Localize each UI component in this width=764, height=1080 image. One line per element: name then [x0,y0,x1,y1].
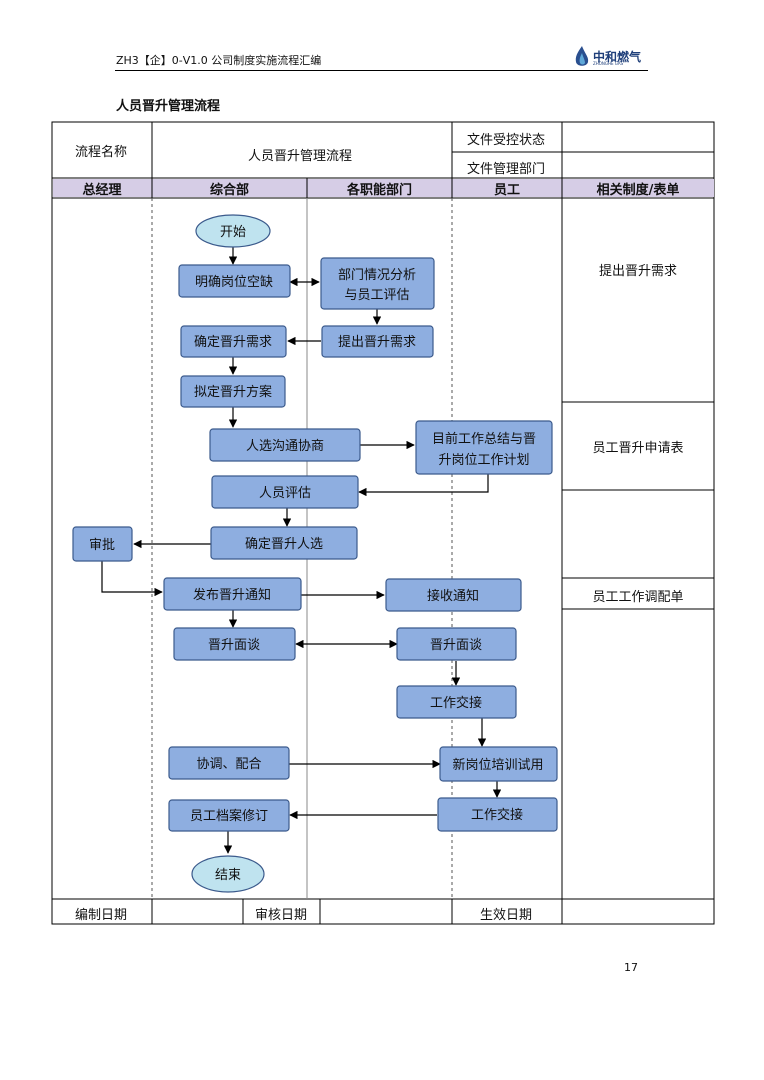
label-work-summary-line2: 升岗位工作计划 [438,453,529,468]
process-name-value: 人员晋升管理流程 [248,149,353,164]
node-receive-notice [385,578,522,612]
related-form-1: 提出晋升需求 [598,264,677,279]
column-header-employee: 员工 [493,182,520,198]
node-dept-analysis [320,257,435,310]
node-handover-1 [396,685,517,719]
column-header-general-manager: 总经理 [82,182,122,198]
label-work-summary-line1: 目前工作总结与晋 [432,431,536,447]
lane-dividers [151,198,453,899]
control-status-label: 文件受控状态 [467,133,546,148]
management-dept-label: 文件管理部门 [467,162,546,177]
label-dept-analysis-line2: 与员工评估 [344,288,409,303]
logo-text: 中和燃气 [593,50,642,64]
logo-subtext: ZHONGHE GAS [593,61,624,66]
label-new-post-training: 新岗位培训试用 [452,757,543,773]
label-start: 开始 [220,225,246,240]
column-header-band [53,179,714,197]
label-draft-plan: 拟定晋升方案 [194,384,272,400]
label-confirm-demand: 确定晋升需求 [194,335,272,350]
process-name-label: 流程名称 [75,145,128,160]
node-handover-2 [437,797,558,832]
document-code: ZH3【企】0-V1.0 公司制度实施流程汇编 [116,54,322,67]
node-evaluation [211,475,359,509]
node-clarify-vacancy [178,264,291,298]
column-header-functional-depts: 各职能部门 [346,182,412,198]
label-dept-analysis-line1: 部门情况分析 [338,268,416,283]
flow-nodes [72,214,558,893]
label-coordinate: 协调、配合 [196,757,261,772]
flame-logo-icon [575,46,589,66]
related-form-3: 员工工作调配单 [592,590,684,605]
label-submit-demand: 提出晋升需求 [338,334,416,350]
compile-date-label: 编制日期 [75,908,128,923]
label-approval: 审批 [89,538,115,553]
label-confirm-candidate: 确定晋升人选 [245,537,323,552]
node-candidate-talk [209,428,361,462]
effective-date-label: 生效日期 [480,908,533,923]
label-candidate-talk: 人选沟通协商 [246,439,324,454]
node-draft-plan [180,375,286,408]
node-coordinate [168,746,290,780]
label-end: 结束 [215,868,241,883]
node-new-post-training [439,746,558,782]
node-confirm-demand [180,325,287,358]
label-clarify-vacancy: 明确岗位空缺 [195,275,273,290]
node-interview-hr [173,627,296,661]
label-interview-staff: 晋升面谈 [430,638,482,653]
header-divider [115,70,648,71]
node-submit-demand [321,325,434,358]
node-interview-staff [396,627,517,661]
label-handover-1: 工作交接 [430,695,482,711]
label-publish-notice: 发布晋升通知 [193,587,271,603]
company-logo: 中和燃气 ZHONGHE GAS [573,45,645,69]
start-node [195,214,271,248]
label-archive-update: 员工档案修订 [190,809,268,824]
column-header-related-forms: 相关制度/表单 [596,182,680,198]
label-evaluation: 人员评估 [259,486,311,501]
page-title: 人员晋升管理流程 [116,99,221,114]
node-work-summary [415,420,553,475]
page-number: 17 [624,961,638,974]
related-form-2: 员工晋升申请表 [592,441,684,456]
node-publish-notice [163,577,302,611]
node-approval [72,526,133,562]
table-grid [51,121,715,925]
connectors [101,247,502,854]
label-handover-2: 工作交接 [471,807,523,823]
column-header-admin-dept: 综合部 [209,182,249,198]
label-interview-hr: 晋升面谈 [208,638,260,653]
label-receive-notice: 接收通知 [427,588,479,604]
node-archive-update [168,799,290,832]
end-node [191,855,265,893]
node-confirm-candidate [210,526,358,560]
review-date-label: 审核日期 [255,908,308,923]
